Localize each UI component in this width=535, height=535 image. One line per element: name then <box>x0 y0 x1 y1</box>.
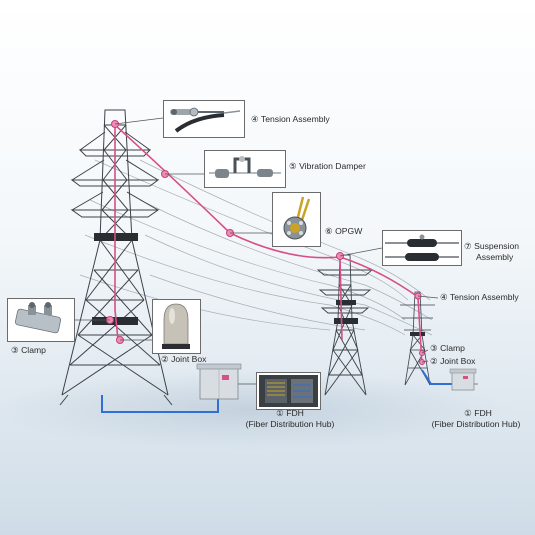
fdh-cabinet-right <box>449 368 477 391</box>
conductor-lines <box>79 159 433 336</box>
label-suspension-assembly-2: Assembly <box>476 252 514 262</box>
tower-bands-middle <box>334 300 358 324</box>
label-joint-box-right: ② Joint Box <box>430 356 476 366</box>
suspension-assembly-icon <box>382 230 462 266</box>
transmission-tower-small <box>400 291 435 386</box>
fdh-cabinet-icon <box>256 372 321 410</box>
tension-assembly-icon <box>163 100 245 138</box>
tower-bands-small <box>410 332 425 336</box>
label-fdh-right-2: (Fiber Distribution Hub) <box>431 419 521 429</box>
label-fdh-left-2: (Fiber Distribution Hub) <box>245 419 335 429</box>
label-fdh-left-1: ① FDH <box>276 408 304 418</box>
clamp-icon <box>7 298 75 342</box>
label-suspension-assembly-1: ⑦ Suspension <box>464 241 520 251</box>
label-tension-assembly-top: ④ Tension Assembly <box>251 114 330 124</box>
fdh-cabinet-left <box>196 363 242 400</box>
label-vibration-damper: ⑤ Vibration Damper <box>289 161 366 171</box>
label-opgw: ⑥ OPGW <box>325 226 363 236</box>
fiber-cable <box>101 369 452 413</box>
label-clamp-right: ③ Clamp <box>430 343 465 353</box>
tower-bands-large <box>92 233 138 325</box>
opgw-cable-icon <box>272 192 321 247</box>
joint-box-icon <box>152 299 201 354</box>
label-tension-assembly-right: ④ Tension Assembly <box>440 292 519 302</box>
label-joint-box-left: ② Joint Box <box>161 354 207 364</box>
ground-shadow <box>0 370 510 450</box>
label-clamp-left: ③ Clamp <box>11 345 46 355</box>
label-fdh-right-1: ① FDH <box>464 408 492 418</box>
vibration-damper-icon <box>204 150 286 188</box>
callout-lines <box>75 117 478 385</box>
